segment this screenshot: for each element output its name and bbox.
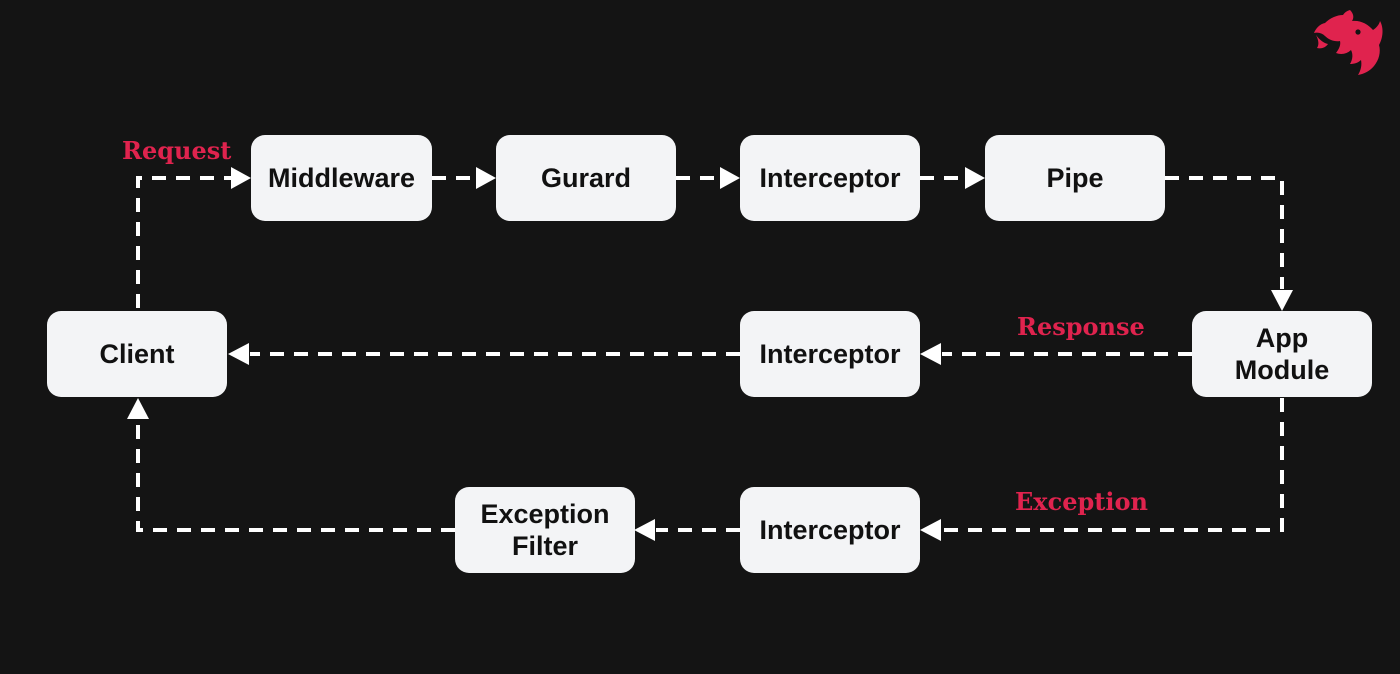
arrowhead-exception-to-filter: [634, 519, 655, 541]
exception-connector-filter-to-client: [136, 420, 455, 532]
middleware-node-label: Middleware: [267, 163, 416, 193]
arrowhead-response-to-interceptor: [920, 343, 941, 365]
interceptor-request-node: Interceptor: [740, 135, 920, 221]
app-module-node-label-line-2: Module: [1234, 355, 1330, 385]
middleware-node: Middleware: [251, 135, 432, 221]
arrowhead-to-guard: [476, 167, 496, 189]
exception-filter-node-label-line-2: Filter: [511, 531, 578, 561]
arrowhead-to-interceptor: [720, 167, 740, 189]
request-connector-pipe-to-app-module: [1165, 176, 1284, 289]
arrowhead-to-middleware: [231, 167, 251, 189]
request-label: Request: [122, 136, 232, 165]
interceptor-request-node-label: Interceptor: [759, 163, 901, 193]
arrowhead-exception-to-client: [127, 398, 149, 419]
exception-filter-node-label-line-1: Exception: [480, 499, 610, 529]
exception-connector-app-to-interceptor: [942, 398, 1284, 532]
interceptor-exception-node: Interceptor: [740, 487, 920, 573]
request-connector-client-to-middleware: [136, 176, 232, 308]
interceptor-exception-node-label: Interceptor: [759, 515, 901, 545]
arrowhead-to-pipe: [965, 167, 985, 189]
guard-node-label: Gurard: [540, 163, 632, 193]
client-node: Client: [47, 311, 227, 397]
interceptor-response-node-label: Interceptor: [759, 339, 901, 369]
response-label: Response: [1017, 312, 1145, 341]
pipe-node-label: Pipe: [1046, 163, 1104, 193]
pipe-node: Pipe: [985, 135, 1165, 221]
app-module-node-label-line-1: App: [1255, 323, 1309, 353]
guard-node: Gurard: [496, 135, 676, 221]
app-module-node: App Module: [1192, 311, 1372, 397]
nestjs-cat-logo-icon: [1314, 10, 1383, 75]
arrowhead-to-app-module: [1271, 290, 1293, 311]
exception-filter-node: Exception Filter: [455, 487, 635, 573]
interceptor-response-node: Interceptor: [740, 311, 920, 397]
arrowhead-response-to-client: [228, 343, 249, 365]
exception-label: Exception: [1015, 487, 1148, 516]
client-node-label: Client: [99, 339, 175, 369]
arrowhead-exception-to-interceptor: [920, 519, 941, 541]
